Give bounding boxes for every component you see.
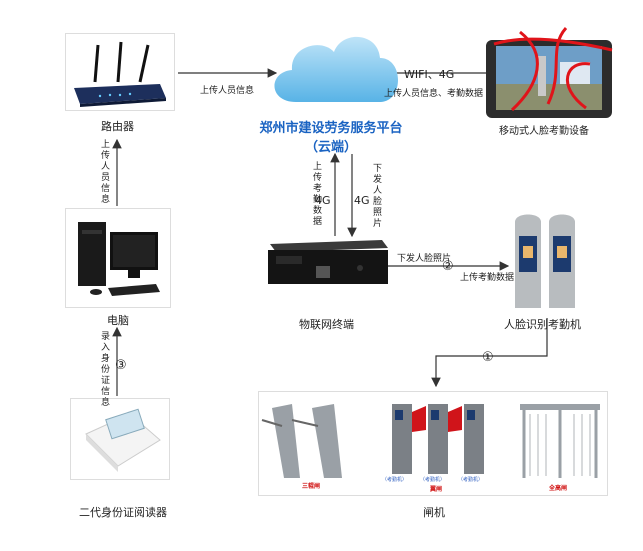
platform-subtitle: （云端）	[304, 140, 357, 155]
mobile-network-label: WIFI、4G	[404, 68, 455, 81]
cloud-iot-network: 4G	[354, 194, 370, 207]
face-terminal-label: 人脸识别考勤机	[504, 318, 581, 331]
reader-frame	[70, 398, 170, 480]
gate-flap-tag-right: （考勤机）	[458, 477, 484, 483]
iot-cloud-network: 4G	[315, 194, 331, 207]
pc-frame	[65, 208, 171, 308]
mobile-device-label: 移动式人脸考勤设备	[499, 126, 589, 137]
gate-frame	[258, 391, 608, 496]
iot-face-label: 下发人脸照片	[397, 254, 452, 264]
router-label: 路由器	[101, 120, 134, 133]
mobile-cloud-label: 上传人员信息、考勤数据	[384, 89, 484, 99]
iot-cloud-label: 上传考勤数据	[312, 162, 322, 227]
id-reader-label: 二代身份证阅读器	[79, 506, 167, 519]
arrow-face-gate	[431, 318, 548, 388]
cloud-iot-label: 下发人脸照片	[372, 164, 382, 229]
step-1-marker: ①	[482, 350, 494, 365]
gate-flap-label: 翼闸	[430, 486, 443, 493]
router-cloud-label: 上传人员信息	[200, 86, 255, 96]
pc-label: 电脑	[107, 314, 129, 327]
iot-terminal-label: 物联网终端	[299, 318, 354, 331]
gate-fullheight-label: 全高闸	[549, 485, 568, 492]
pc-router-label: 上传人员信息	[100, 140, 110, 205]
face-iot-label: 上传考勤数据	[460, 273, 515, 283]
reader-pc-label: 录入身份证信息	[100, 332, 110, 408]
router-frame	[65, 33, 175, 111]
gate-label: 闸机	[423, 506, 445, 519]
step-2-marker: ②	[442, 259, 454, 274]
step-3-marker: ③	[115, 358, 127, 373]
gate-flap-tag-middle: （考勤机）	[420, 477, 446, 483]
platform-title: 郑州市建设劳务服务平台	[259, 121, 403, 136]
gate-flap-tag-left: （考勤机）	[382, 477, 408, 483]
gate-tripod-label: 三辊闸	[302, 483, 321, 490]
